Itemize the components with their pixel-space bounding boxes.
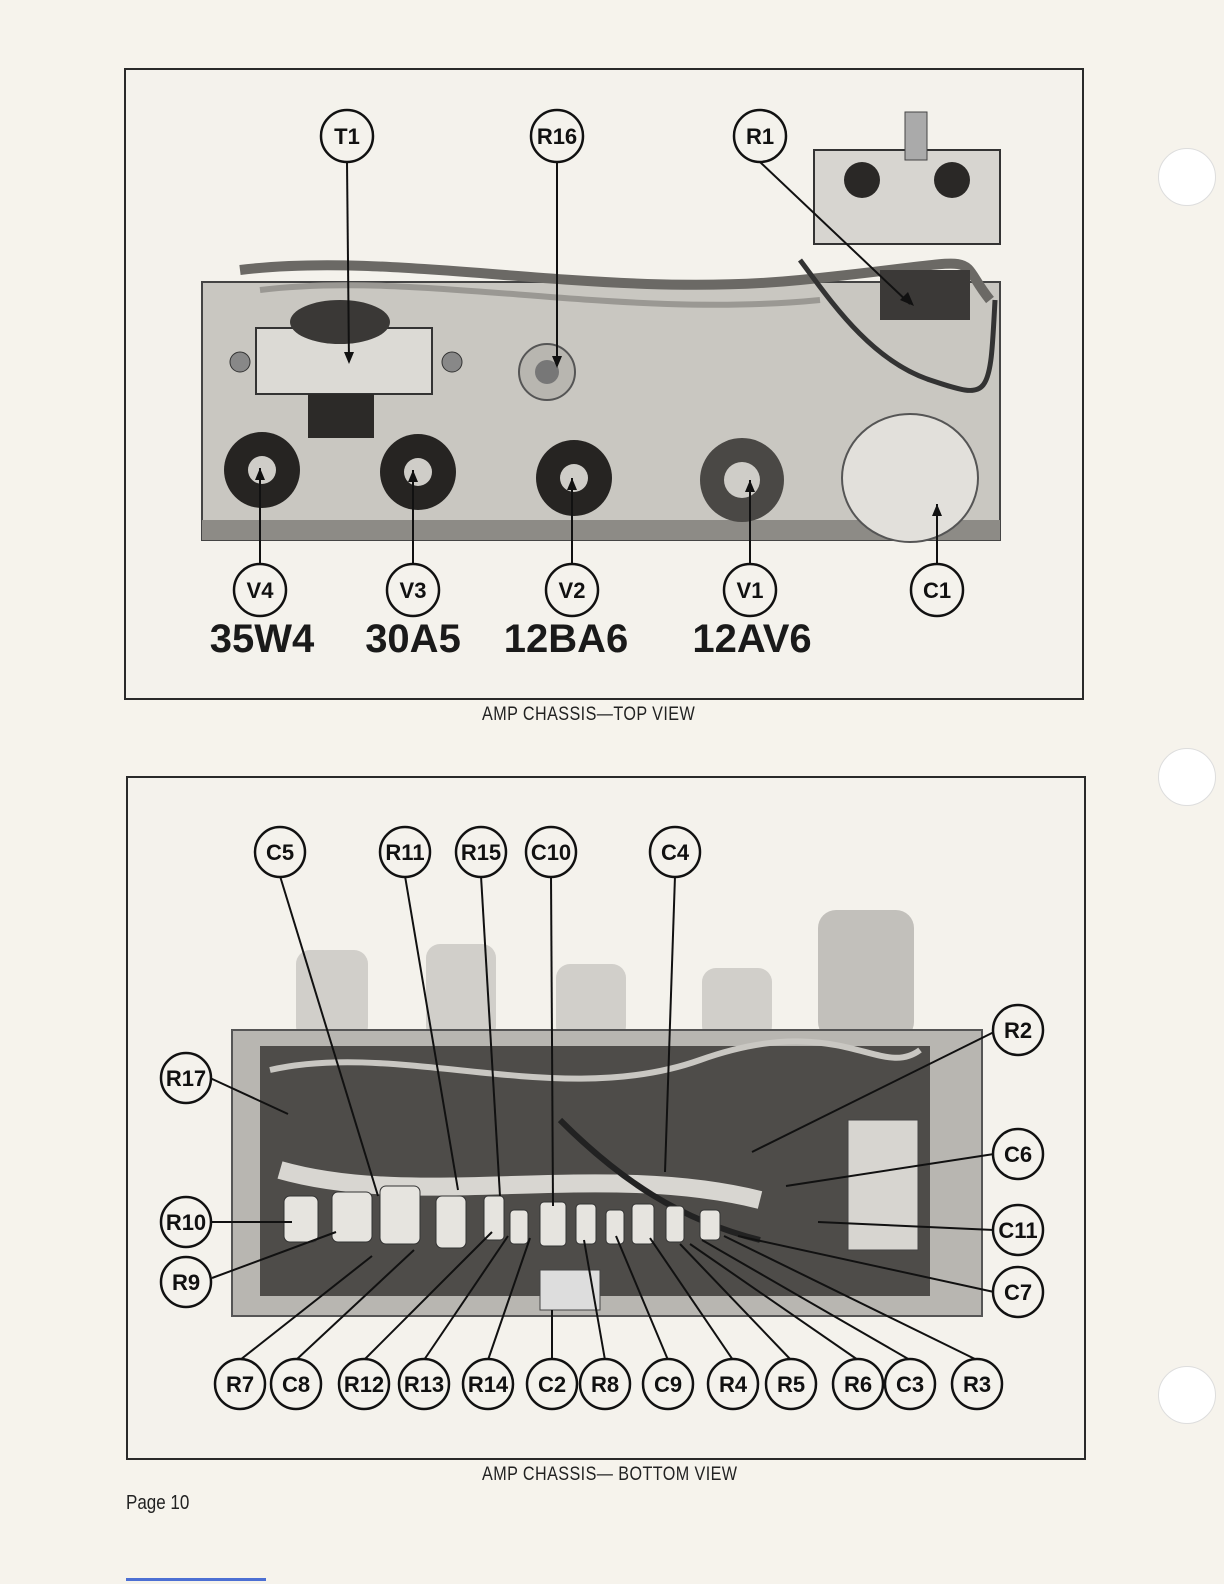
bottom-view-caption: AMP CHASSIS— BOTTOM VIEW [482, 1464, 737, 1486]
svg-text:C6: C6 [1004, 1142, 1032, 1167]
svg-text:C10: C10 [531, 840, 571, 865]
svg-text:C2: C2 [538, 1372, 566, 1397]
callout-C4: C4 [650, 827, 700, 877]
svg-text:R4: R4 [719, 1372, 748, 1397]
svg-text:C8: C8 [282, 1372, 310, 1397]
bottom-chassis [232, 910, 982, 1316]
callout-C5: C5 [255, 827, 305, 877]
callout-R7: R7 [215, 1359, 265, 1409]
callout-R2: R2 [993, 1005, 1043, 1055]
svg-text:R12: R12 [344, 1372, 384, 1397]
svg-text:R2: R2 [1004, 1018, 1032, 1043]
svg-text:R3: R3 [963, 1372, 991, 1397]
callout-R13: R13 [399, 1359, 449, 1409]
callout-C6: C6 [993, 1129, 1043, 1179]
svg-text:R10: R10 [166, 1210, 206, 1235]
svg-text:R11: R11 [385, 840, 424, 865]
svg-text:R7: R7 [226, 1372, 254, 1397]
callout-C8: C8 [271, 1359, 321, 1409]
callout-R12: R12 [339, 1359, 389, 1409]
callout-R17: R17 [161, 1053, 211, 1103]
svg-text:R13: R13 [404, 1372, 444, 1397]
callout-R6: R6 [833, 1359, 883, 1409]
callout-C7: C7 [993, 1267, 1043, 1317]
page-number: Page 10 [126, 1492, 189, 1515]
callout-R11: R11 [380, 827, 430, 877]
callout-R14: R14 [463, 1359, 513, 1409]
svg-text:R6: R6 [844, 1372, 872, 1397]
callout-R8: R8 [580, 1359, 630, 1409]
svg-text:R17: R17 [166, 1066, 206, 1091]
callout-C3: C3 [885, 1359, 935, 1409]
callout-C10: C10 [526, 827, 576, 877]
svg-text:C5: C5 [266, 840, 294, 865]
svg-text:R8: R8 [591, 1372, 619, 1397]
svg-text:C3: C3 [896, 1372, 924, 1397]
scan-edge-mark [126, 1578, 266, 1581]
svg-text:C4: C4 [661, 840, 690, 865]
svg-text:R5: R5 [777, 1372, 805, 1397]
callout-R15: R15 [456, 827, 506, 877]
svg-text:R15: R15 [461, 840, 501, 865]
svg-text:C7: C7 [1004, 1280, 1032, 1305]
callout-R9: R9 [161, 1257, 211, 1307]
callout-C11: C11 [993, 1205, 1043, 1255]
svg-text:C11: C11 [998, 1218, 1037, 1243]
svg-text:C9: C9 [654, 1372, 682, 1397]
callout-R4: R4 [708, 1359, 758, 1409]
svg-text:R9: R9 [172, 1270, 200, 1295]
svg-text:R14: R14 [468, 1372, 509, 1397]
callout-C2: C2 [527, 1359, 577, 1409]
callout-C9: C9 [643, 1359, 693, 1409]
callout-R10: R10 [161, 1197, 211, 1247]
callout-R3: R3 [952, 1359, 1002, 1409]
callout-R5: R5 [766, 1359, 816, 1409]
